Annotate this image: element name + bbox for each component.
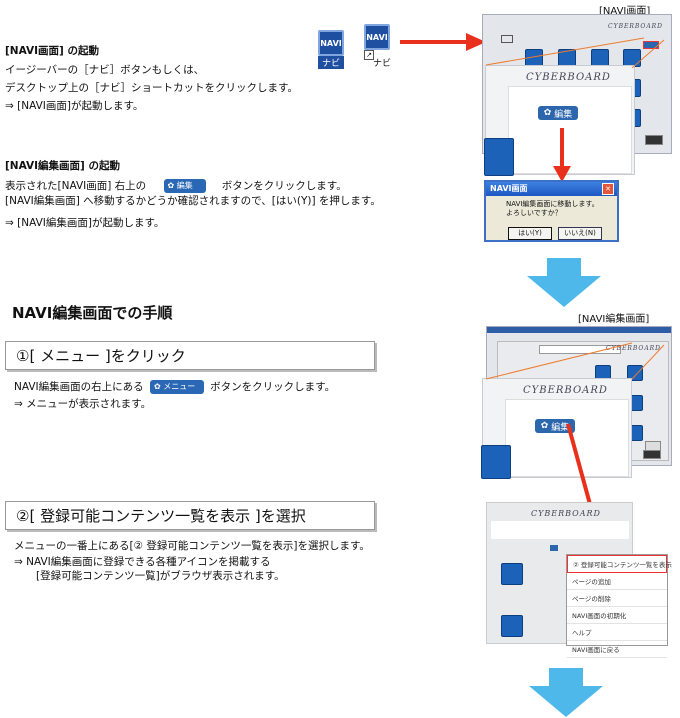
step2-line3: [登録可能コンテンツ一覧]がブラウザ表示されます。: [36, 570, 285, 582]
menu-button-small: [550, 545, 558, 551]
blue-arrow-down-icon: [527, 258, 601, 307]
tile-lower: [501, 615, 523, 637]
dialog-title: NAVI画面: [486, 182, 617, 196]
procedure-heading: NAVI編集画面での手順: [12, 304, 173, 322]
whiteboard-tile: [484, 138, 514, 176]
zoom-panel-inner: [505, 399, 629, 477]
menu-button-label: メニュー: [163, 382, 196, 391]
edit-button-inline: ✿ 編集: [163, 179, 207, 193]
section2-title: [NAVI編集画面] の起動: [5, 160, 120, 172]
navi-label-easybar: ナビ: [318, 56, 344, 69]
keyboard-icon: [501, 35, 513, 43]
section1-line2: デスクトップ上の［ナビ］ショートカットをクリックします。: [5, 82, 298, 94]
dropdown-menu: ② 登録可能コンテンツ一覧を表示 ページの追加 ページの削除 NAVI画面の初期…: [566, 554, 672, 658]
zoom-panel-2: CYBERBOARD ✿編集: [481, 378, 632, 479]
dialog-message: NAVI編集画面に移動します。 よろしいですか？: [486, 196, 617, 218]
cyberboard-logo-small: CYBERBOARD: [531, 509, 601, 518]
navi-icon: NAVI: [318, 30, 344, 56]
gear-icon: ✿: [540, 421, 549, 431]
zoom-panel-inner: [508, 86, 632, 174]
shortcut-arrow-icon: ↗: [364, 50, 374, 60]
section1-line3: ⇒ [NAVI画面]が起動します。: [5, 100, 144, 112]
navi-shortcut-icon: NAVI: [364, 24, 390, 50]
close-button-small: [645, 135, 663, 145]
step2-line1: メニューの一番上にある[② 登録可能コンテンツ一覧を表示]を選択します。: [14, 540, 370, 552]
desktop-navi-shortcut[interactable]: NAVI ↗ ナビ: [362, 24, 396, 69]
dialog-message-line1: NAVI編集画面に移動します。: [506, 200, 599, 208]
dialog-message-line2: よろしいですか？: [506, 209, 562, 217]
step1-line1-before: NAVI編集画面の右上にある: [14, 381, 144, 393]
gear-icon: ✿: [167, 181, 175, 190]
window-titlebar: [487, 327, 671, 333]
network-display-tile: [501, 563, 523, 585]
edit-button: ✿編集: [535, 419, 575, 433]
yes-button[interactable]: はい(Y): [508, 227, 552, 240]
gear-icon: ✿: [154, 382, 161, 391]
section2-line1-before: 表示された[NAVI画面] 右上の: [5, 180, 147, 192]
cyberboard-logo-small: CYBERBOARD: [608, 23, 663, 30]
cyberboard-logo: CYBERBOARD: [526, 72, 611, 83]
section2-line2: [NAVI編集画面] へ移動するかどうか確認されますので、[はい(Y)] を押し…: [5, 195, 381, 207]
close-icon[interactable]: ✕: [602, 183, 614, 195]
menu-item-list-contents[interactable]: ② 登録可能コンテンツ一覧を表示: [567, 555, 672, 573]
step1-line1: NAVI編集画面の右上にある ✿ メニュー ボタンをクリックします。: [14, 378, 335, 396]
tile-3: [627, 365, 643, 381]
menu-item-add-page[interactable]: ページの追加: [567, 573, 667, 590]
navi-screen-caption: [NAVI画面]: [599, 6, 651, 17]
menu-button-inline: ✿ メニュー: [150, 380, 204, 394]
confirm-dialog: NAVI画面 ✕ NAVI編集画面に移動します。 よろしいですか？ はい(Y) …: [484, 180, 619, 242]
red-arrow-right-icon: [400, 33, 486, 51]
edit-button-label: 編集: [176, 181, 193, 190]
section2-line3: ⇒ [NAVI編集画面]が起動します。: [5, 217, 165, 229]
navi-edit-screen-caption: [NAVI編集画面]: [578, 314, 650, 325]
step1-box: ①[ メニュー ]をクリック: [5, 341, 375, 370]
menu-item-reset[interactable]: NAVI画面の初期化: [567, 607, 667, 624]
step2-box: ②[ 登録可能コンテンツ一覧を表示 ]を選択: [5, 501, 375, 530]
navi-label-desktop: ナビ: [372, 59, 391, 69]
cyberboard-logo-small: CYBERBOARD: [606, 345, 661, 352]
section1-title: [NAVI画面] の起動: [5, 45, 99, 57]
easybar-navi-button[interactable]: NAVI ナビ: [312, 30, 352, 69]
cyberboard-logo: CYBERBOARD: [523, 385, 608, 396]
menu-header-area: [491, 521, 629, 539]
edit-button-label: 編集: [551, 422, 570, 433]
blue-arrow-down-icon: [529, 668, 603, 717]
step2-line2: ⇒ NAVI編集画面に登録できる各種アイコンを掲載する: [14, 556, 271, 568]
title-field: [539, 345, 621, 354]
section2-line1-after: ボタンをクリックします。: [221, 180, 347, 192]
edit-button: ✿編集: [538, 106, 578, 120]
menu-item-help[interactable]: ヘルプ: [567, 624, 667, 641]
step1-line2: ⇒ メニューが表示されます。: [14, 398, 152, 410]
red-arrow-down-icon: [553, 128, 571, 182]
zoom-connector: [485, 342, 665, 380]
section1-line1: イージーバーの［ナビ］ボタンもしくは、: [5, 64, 205, 76]
no-button[interactable]: いいえ(N): [558, 227, 602, 240]
edit-button-label: 編集: [554, 109, 573, 120]
zoom-connector: [485, 37, 665, 69]
step1-line1-after: ボタンをクリックします。: [210, 381, 336, 393]
whiteboard-tile: [481, 445, 511, 479]
section2-line1: 表示された[NAVI画面] 右上の ✿ 編集 ボタンをクリックします。: [5, 177, 347, 195]
menu-item-delete-page[interactable]: ページの削除: [567, 590, 667, 607]
gear-icon: ✿: [543, 108, 552, 118]
menu-item-back[interactable]: NAVI画面に戻る: [567, 641, 667, 658]
close-button-small: [643, 450, 661, 459]
